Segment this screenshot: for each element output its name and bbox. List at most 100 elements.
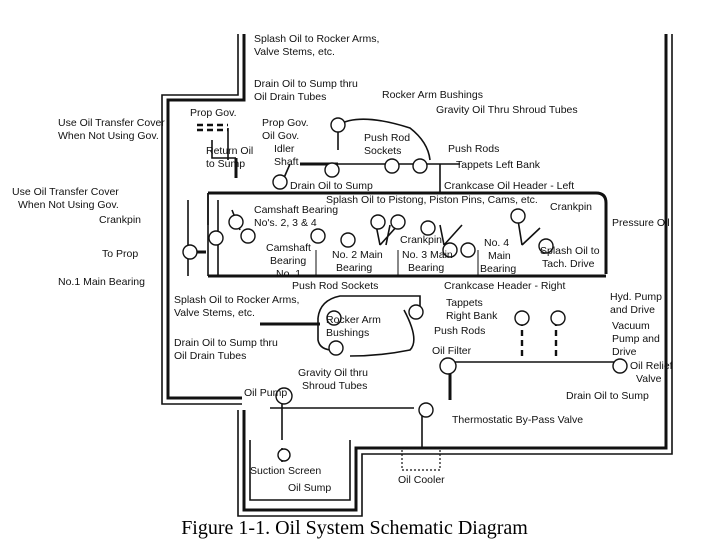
label-no4-main-1: No. 4: [484, 237, 509, 249]
label-oil-sump: Oil Sump: [288, 482, 331, 494]
label-no4-main-2: Main: [488, 250, 511, 262]
bearing-a: [228, 214, 244, 230]
bypass-valve-circle: [418, 402, 434, 418]
label-crankcase-header-right: Crankcase Header - Right: [444, 280, 565, 292]
bearing-b: [182, 244, 198, 260]
oil-relief-circle: [612, 358, 628, 374]
label-no1-main: No.1 Main Bearing: [58, 276, 145, 288]
idler-shaft: [272, 174, 288, 190]
label-no3-main-2: Bearing: [408, 262, 444, 274]
label-splash-rocker-bot-1: Splash Oil to Rocker Arms,: [174, 294, 299, 306]
label-crankpin-left: Crankpin: [99, 214, 141, 226]
label-hyd-pump-1: Hyd. Pump: [610, 291, 662, 303]
rocker-bushing-bot: [326, 310, 342, 326]
label-crankpin-mid: Crankpin: [400, 234, 442, 246]
oil-filter-circle: [439, 357, 457, 375]
label-drain-sump-top-2: Oil Drain Tubes: [254, 91, 326, 103]
label-to-prop: To Prop: [102, 248, 138, 260]
label-hyd-pump-2: and Drive: [610, 304, 655, 316]
vacuum-pump: [550, 310, 566, 326]
label-drain-oil-sump-right: Drain Oil to Sump: [566, 390, 649, 402]
label-use-oil-transfer-2a: Use Oil Transfer Cover: [12, 186, 119, 198]
label-suction-screen: Suction Screen: [250, 465, 321, 477]
label-return-oil-2: to Sump: [206, 158, 245, 170]
tappet-right: [408, 304, 424, 320]
label-splash-rocker-top-2: Valve Stems, etc.: [254, 46, 335, 58]
label-splash-tach-2: Tach. Drive: [542, 258, 595, 270]
label-thermostatic: Thermostatic By-Pass Valve: [452, 414, 583, 426]
label-oil-cooler: Oil Cooler: [398, 474, 445, 486]
label-rocker-arm-bushings-top: Rocker Arm Bushings: [382, 89, 483, 101]
camshaft-234: [310, 228, 326, 244]
push-rod-bot: [328, 340, 344, 356]
label-rocker-bush-bot-2: Bushings: [326, 327, 369, 339]
label-prop-gov-idler-2: Oil Gov.: [262, 130, 299, 142]
label-drain-sump-bot-1: Drain Oil to Sump thru: [174, 337, 278, 349]
label-crankpin-right: Crankpin: [550, 201, 592, 213]
label-use-oil-transfer-1a: Use Oil Transfer Cover: [58, 117, 165, 129]
label-oil-filter: Oil Filter: [432, 345, 472, 357]
label-return-oil-1: Return Oil: [206, 145, 253, 157]
rocker-bushing-top: [330, 117, 346, 133]
label-camshaft-no1-2: Bearing: [270, 255, 306, 267]
label-push-rod-sockets-top-1: Push Rod: [364, 132, 410, 144]
label-no3-main-1: No. 3 Main: [402, 249, 453, 261]
label-splash-rocker-top-1: Splash Oil to Rocker Arms,: [254, 33, 379, 45]
label-vacuum-pump-2: Pump and: [612, 333, 660, 345]
tappet-left: [412, 158, 428, 174]
label-tappets-left: Tappets Left Bank: [456, 159, 541, 171]
label-no4-main-3: Bearing: [480, 263, 516, 275]
label-camshaft-bearing-2: No's. 2, 3 & 4: [254, 217, 317, 229]
label-drain-sump-top-1: Drain Oil to Sump thru: [254, 78, 358, 90]
crankpin-c: [420, 220, 436, 236]
label-gravity-oil-bot-1: Gravity Oil thru: [298, 367, 368, 379]
label-camshaft-bearing-1: Camshaft Bearing: [254, 204, 338, 216]
label-push-rods-bottom: Push Rods: [434, 325, 485, 337]
hyd-pump: [514, 310, 530, 326]
crankpin-a: [370, 214, 386, 230]
label-prop-gov-idler-3: Idler: [274, 143, 295, 155]
tach-drive: [538, 238, 554, 254]
label-gravity-oil-shroud-top: Gravity Oil Thru Shroud Tubes: [436, 104, 578, 116]
suction-screen-circle: [277, 448, 291, 462]
label-prop-gov-idler-1: Prop Gov.: [262, 117, 309, 129]
label-no2-main-1: No. 2 Main: [332, 249, 383, 261]
label-splash-pistons: Splash Oil to Pistong, Piston Pins, Cams…: [326, 194, 538, 206]
frame-lines: [161, 34, 673, 517]
label-push-rod-sockets-bottom: Push Rod Sockets: [292, 280, 378, 292]
main-no2: [340, 232, 356, 248]
label-rocker-bush-bot-1: Rocker Arm: [326, 314, 381, 326]
label-camshaft-no1-1: Camshaft: [266, 242, 311, 254]
label-tappets-right-2: Right Bank: [446, 310, 498, 322]
label-drain-sump-bot-2: Oil Drain Tubes: [174, 350, 246, 362]
crankpin-d: [442, 242, 458, 258]
label-oil-pump: Oil Pump: [244, 387, 287, 399]
label-prop-gov: Prop Gov.: [190, 107, 237, 119]
label-crankcase-header-left: Crankcase Oil Header - Left: [444, 180, 574, 192]
camshaft-no1: [240, 228, 256, 244]
components: [182, 117, 628, 462]
label-drain-oil-sump-mid: Drain Oil to Sump: [290, 180, 373, 192]
crankpin-b: [390, 214, 406, 230]
label-push-rod-sockets-top-2: Sockets: [364, 145, 401, 157]
figure-caption: Figure 1-1. Oil System Schematic Diagram: [181, 517, 528, 539]
label-no2-main-2: Bearing: [336, 262, 372, 274]
label-gravity-oil-bot-2: Shroud Tubes: [302, 380, 367, 392]
label-pressure-oil: Pressure Oil: [612, 217, 670, 229]
main-no3: [460, 242, 476, 258]
label-vacuum-pump-1: Vacuum: [612, 320, 650, 332]
bearing-c: [208, 230, 224, 246]
label-use-oil-transfer-2b: When Not Using Gov.: [18, 199, 119, 211]
label-splash-tach-1: Splash Oil to: [540, 245, 600, 257]
oil-pump-circle: [275, 387, 293, 405]
label-prop-gov-idler-4: Shaft: [274, 156, 299, 168]
label-camshaft-no1-3: No. 1: [276, 268, 301, 280]
push-rod-socket-top: [324, 162, 340, 178]
label-oil-relief-2: Valve: [636, 373, 662, 385]
label-use-oil-transfer-1b: When Not Using Gov.: [58, 130, 159, 142]
main-no4: [510, 208, 526, 224]
push-rod-top: [384, 158, 400, 174]
diagram-labels: Splash Oil to Rocker Arms, Valve Stems, …: [12, 33, 673, 494]
label-splash-rocker-bot-2: Valve Stems, etc.: [174, 307, 255, 319]
